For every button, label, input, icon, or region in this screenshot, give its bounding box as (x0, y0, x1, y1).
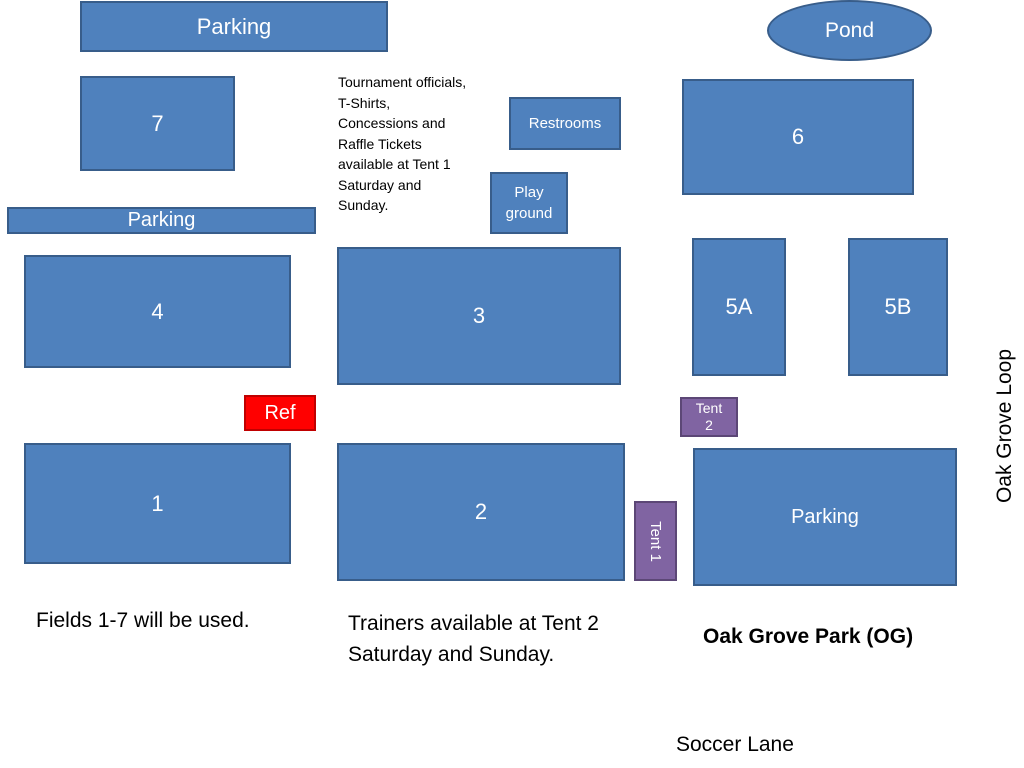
restrooms: Restrooms (509, 97, 621, 150)
field-4: 4 (24, 255, 291, 368)
park-name: Oak Grove Park (OG) (703, 625, 914, 648)
field-5a: 5A (692, 238, 786, 376)
parking-top: Parking (80, 1, 388, 52)
parking-middle: Parking (7, 207, 316, 234)
tent-1-label: Tent 1 (647, 520, 664, 562)
officials-note: Tournament officials, T-Shirts, Concessi… (338, 74, 467, 213)
trainers-note: Trainers available at Tent 2 Saturday an… (348, 612, 599, 666)
field-2: 2 (337, 443, 625, 581)
parking-bottom: Parking (693, 448, 957, 586)
tent-1: Tent 1 (634, 501, 677, 581)
ref-tent: Ref (244, 395, 316, 431)
fields-used-note: Fields 1-7 will be used. (36, 609, 250, 632)
field-6: 6 (682, 79, 914, 195)
field-5b: 5B (848, 238, 948, 376)
playground: Play ground (490, 172, 568, 234)
field-1: 1 (24, 443, 291, 564)
oak-grove-loop-label: Oak Grove Loop (993, 348, 1016, 504)
field-7: 7 (80, 76, 235, 171)
field-3: 3 (337, 247, 621, 385)
pond: Pond (767, 0, 932, 61)
tent-2: Tent 2 (680, 397, 738, 437)
soccer-lane-label: Soccer Lane (676, 733, 794, 756)
